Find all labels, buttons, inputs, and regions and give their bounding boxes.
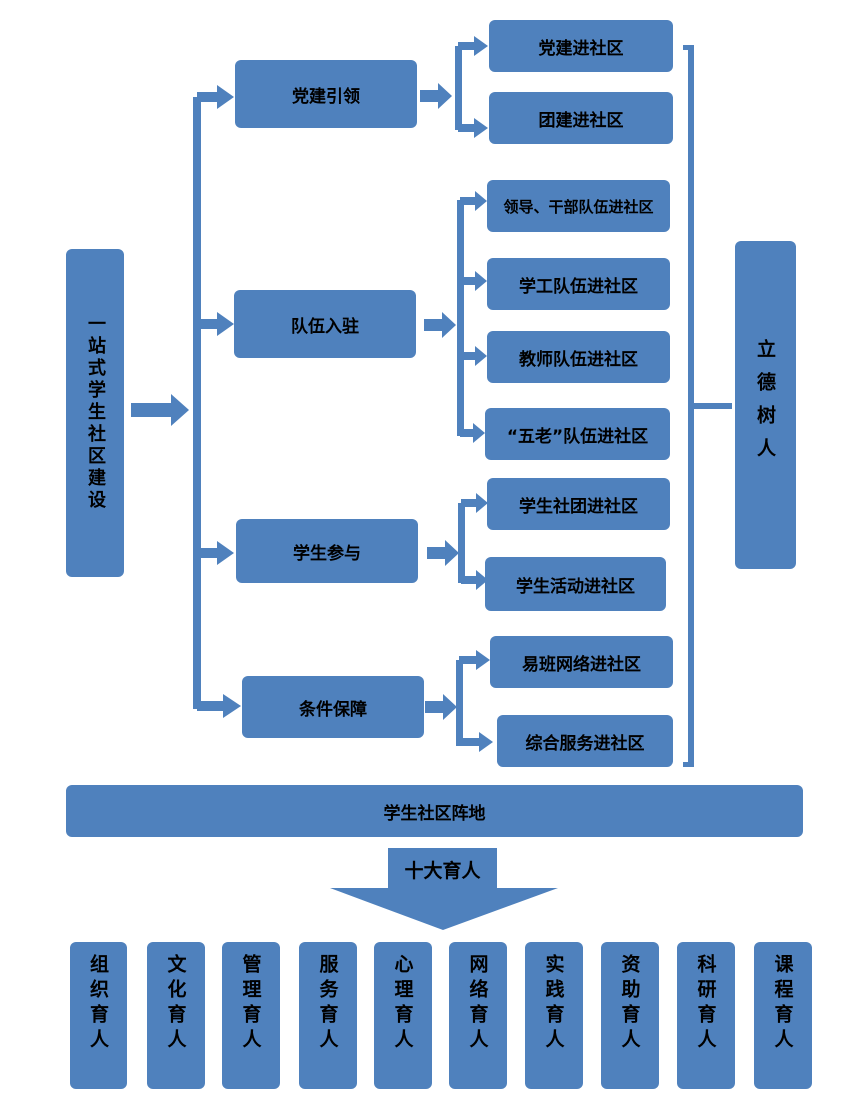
goal-label: 立德树人 xyxy=(754,339,776,471)
root-label: 一站式学生社区建设 xyxy=(85,314,106,512)
branch-arrow-head xyxy=(217,541,234,565)
branch-arrow-head xyxy=(223,694,241,718)
sub-item: 学生活动进社区 xyxy=(485,557,666,611)
sub-item: 学生社团进社区 xyxy=(487,478,670,530)
root-box: 一站式学生社区建设 xyxy=(66,249,124,577)
category-label: 党建引领 xyxy=(292,86,360,107)
base-bar: 学生社区阵地 xyxy=(66,785,803,837)
down-arrow-shaft xyxy=(388,848,497,890)
category-label: 条件保障 xyxy=(299,699,367,720)
sub-item: 易班网络进社区 xyxy=(490,636,673,688)
sub-item: 综合服务进社区 xyxy=(497,715,673,767)
sub-item: 团建进社区 xyxy=(489,92,673,144)
category-label: 队伍入驻 xyxy=(291,316,359,337)
category-party-building: 党建引领 xyxy=(235,60,417,128)
ten-item: 心理育人 xyxy=(374,942,432,1089)
root-arrow-head xyxy=(171,394,189,426)
sub-item: 教师队伍进社区 xyxy=(487,331,670,383)
branch-arrow-head xyxy=(217,312,234,336)
right-bracket xyxy=(688,45,694,767)
ten-item: 课程育人 xyxy=(754,942,812,1089)
ten-item: 文化育人 xyxy=(147,942,205,1089)
goal-box: 立德树人 xyxy=(735,241,796,569)
sub-item: 党建进社区 xyxy=(489,20,673,72)
branch-arrow-head xyxy=(217,85,234,109)
category-label: 学生参与 xyxy=(293,543,361,564)
category-condition-support: 条件保障 xyxy=(242,676,424,738)
ten-item: 实践育人 xyxy=(525,942,583,1089)
category-student-participation: 学生参与 xyxy=(236,519,418,583)
ten-item: 科研育人 xyxy=(677,942,735,1089)
down-arrow-head xyxy=(330,888,558,930)
main-spine xyxy=(193,97,201,709)
ten-item: 服务育人 xyxy=(299,942,357,1089)
sub-item: 领导、干部队伍进社区 xyxy=(487,180,670,232)
sub-item: 学工队伍进社区 xyxy=(487,258,670,310)
ten-item: 组织育人 xyxy=(70,942,127,1089)
sub-item: “五老”队伍进社区 xyxy=(485,408,670,460)
category-team-stationing: 队伍入驻 xyxy=(234,290,416,358)
base-label: 学生社区阵地 xyxy=(383,803,486,824)
ten-item: 网络育人 xyxy=(449,942,507,1089)
ten-item: 管理育人 xyxy=(222,942,280,1089)
arrow-label: 十大育人 xyxy=(404,860,481,882)
root-arrow-shaft xyxy=(131,403,173,417)
ten-item: 资助育人 xyxy=(601,942,659,1089)
